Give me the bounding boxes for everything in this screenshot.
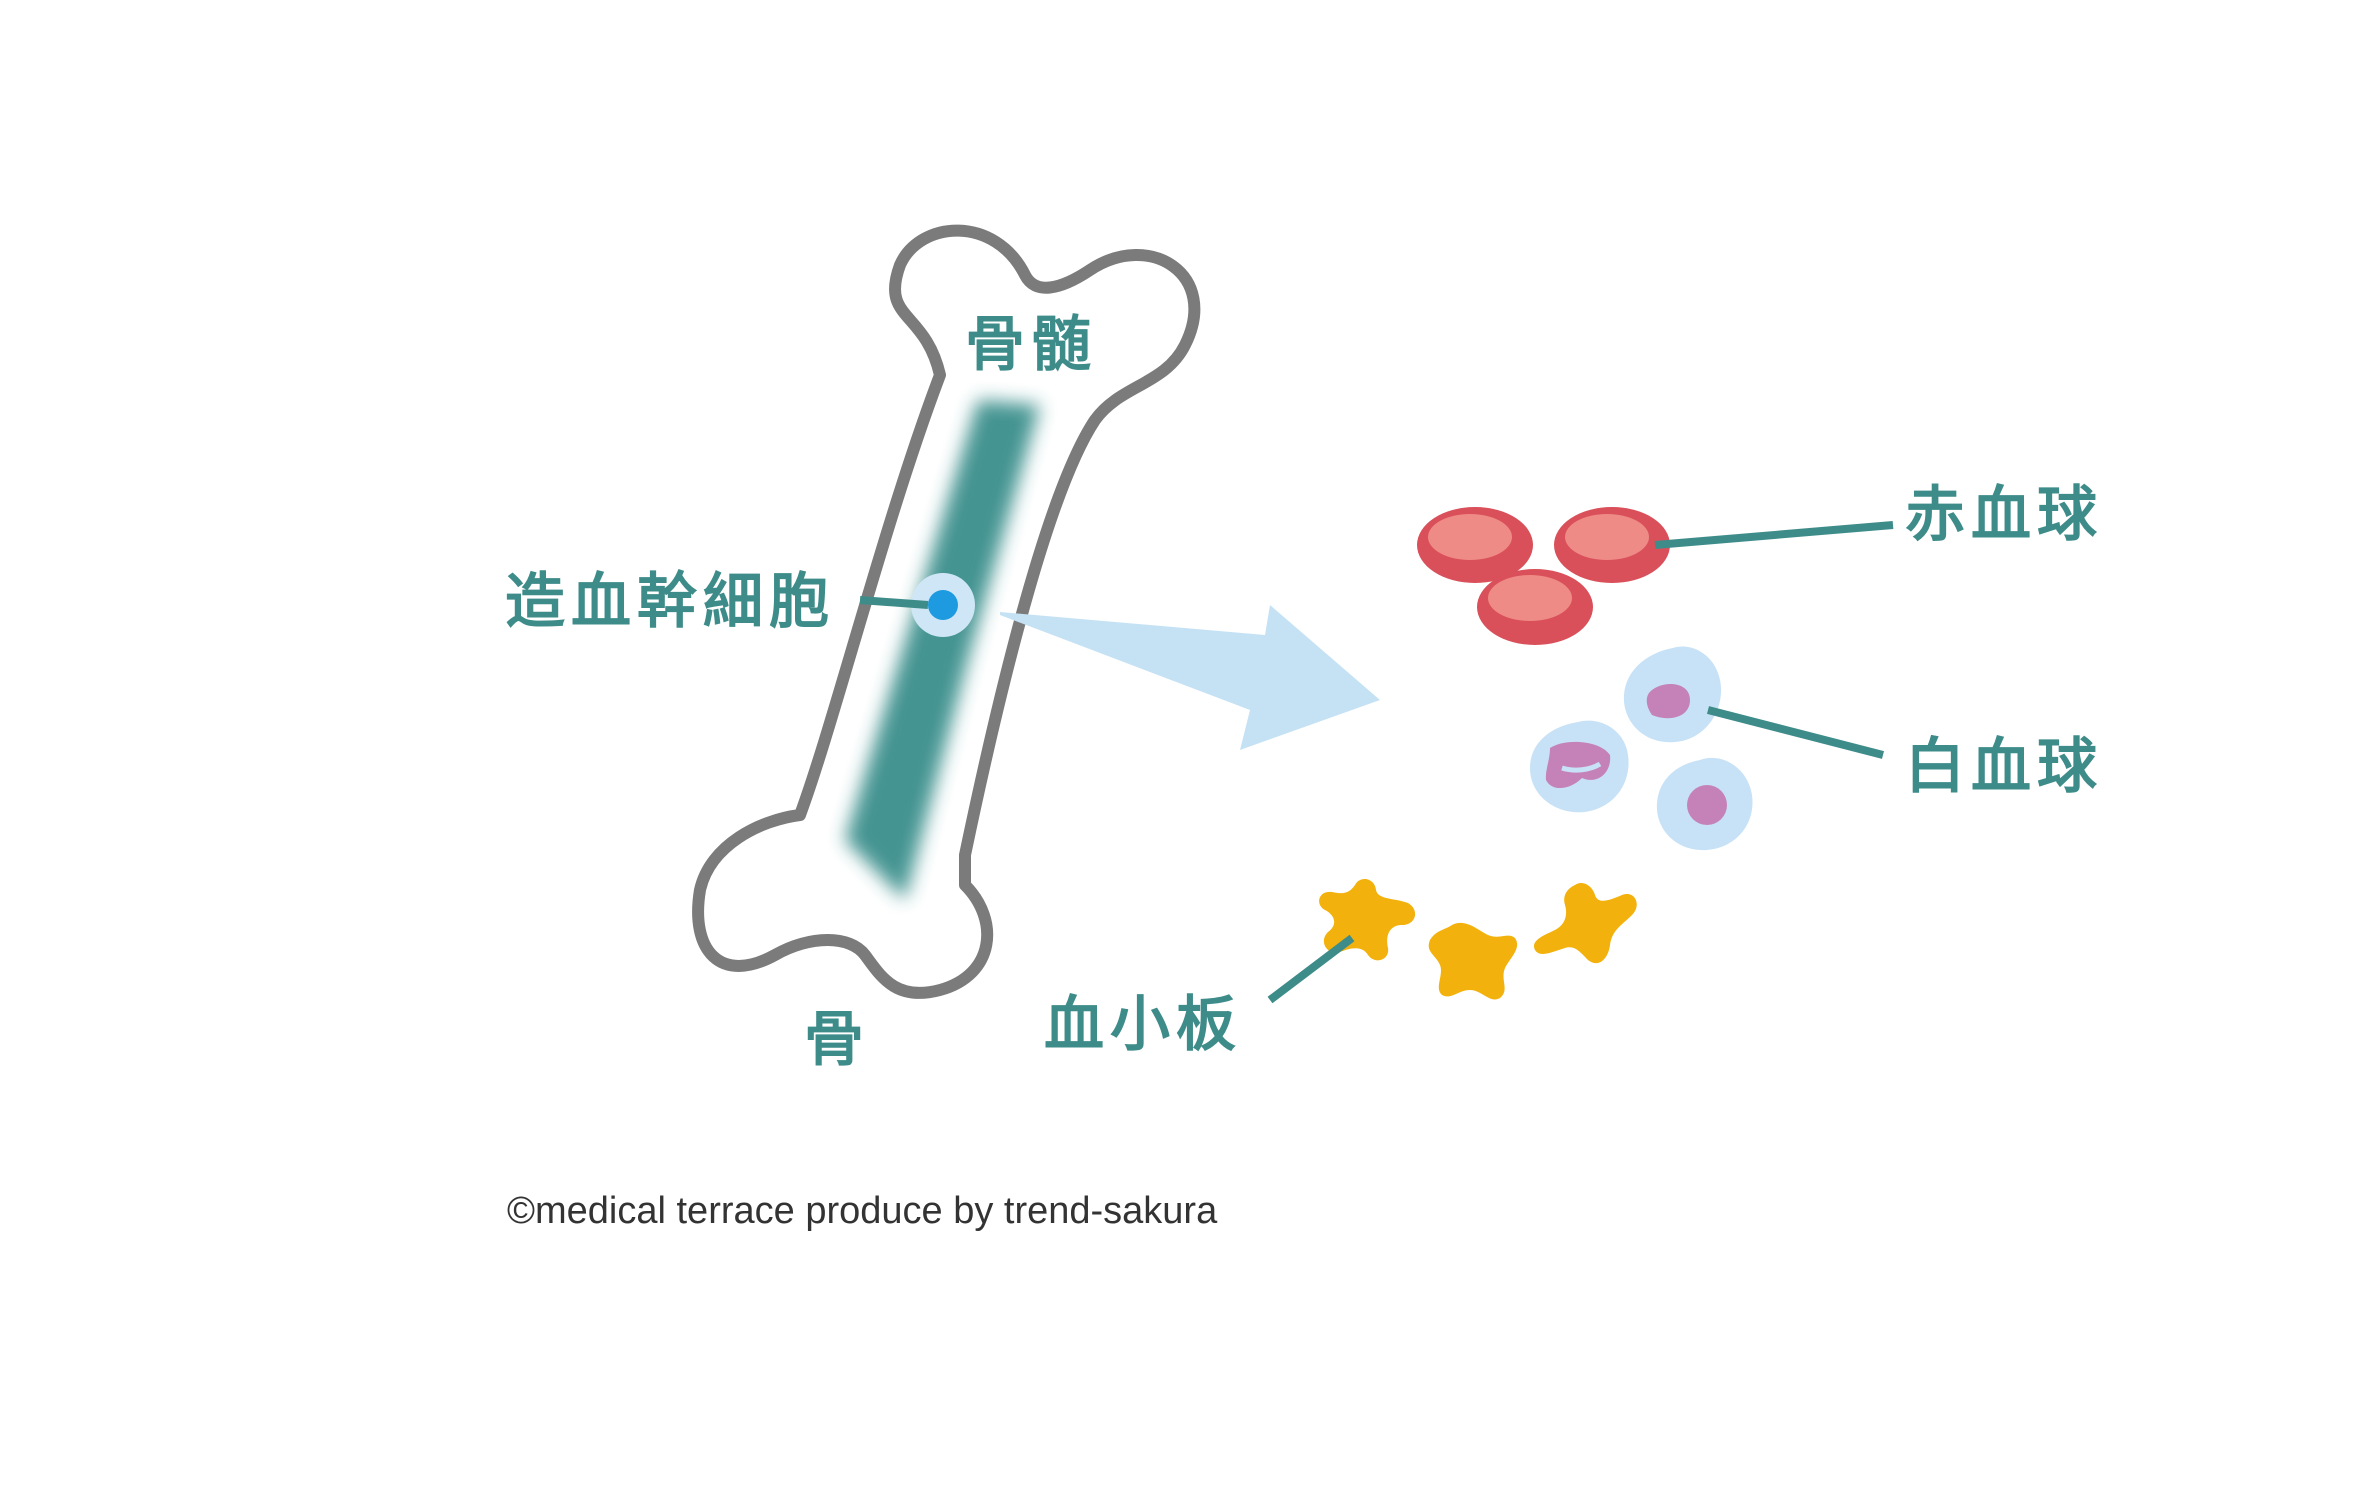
differentiation-arrow [1000, 605, 1380, 750]
label-stem-cell: 造血幹細胞 [505, 567, 835, 637]
credit-text: ©medical terrace produce by trend-sakura [507, 1190, 1218, 1232]
label-bone-marrow: 骨髄 [965, 310, 1097, 380]
leader-lines [859, 521, 1894, 1004]
label-bone: 骨 [804, 1005, 870, 1075]
stem-cell-dot [928, 590, 958, 620]
label-platelets: 血小板 [1044, 990, 1242, 1060]
bone-marrow-band [845, 400, 1040, 900]
label-red-blood-cells: 赤血球 [1905, 480, 2103, 550]
red-blood-cells [1417, 507, 1670, 645]
leader-white-blood-cells [1707, 706, 1884, 759]
white-blood-cells [1530, 646, 1753, 851]
label-white-blood-cells: 白血球 [1905, 732, 2103, 802]
leader-red-blood-cells [1654, 521, 1894, 549]
leader-platelets [1267, 934, 1355, 1004]
leader-stem-cell [859, 596, 929, 609]
platelets [1319, 878, 1637, 1000]
